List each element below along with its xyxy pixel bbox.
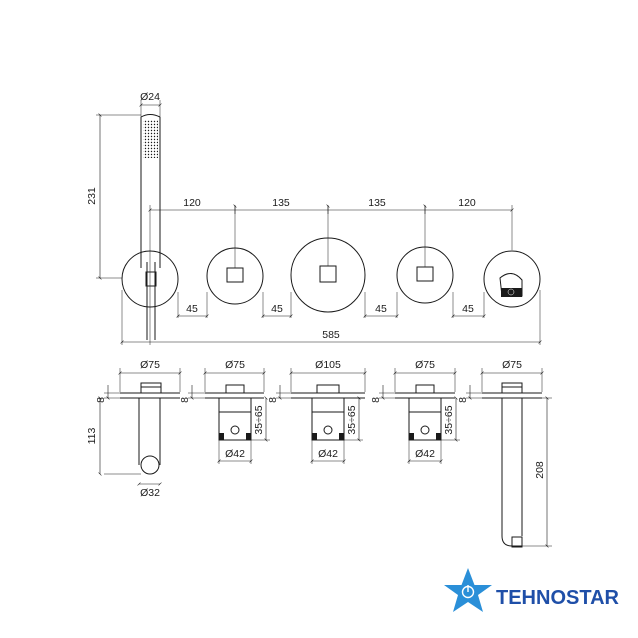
- dim-spacing-3: 135: [368, 197, 386, 209]
- spout-diameter: Ø75: [502, 359, 522, 371]
- spout-thickness: 8: [457, 397, 469, 403]
- valve-center-body: Ø42: [318, 448, 338, 460]
- valve-left-body: Ø42: [225, 448, 245, 460]
- holder-outlet: Ø32: [140, 487, 160, 499]
- valve-left-range: 35÷65: [253, 405, 265, 434]
- valve-center-side: Ø105 8 35÷65 Ø42: [267, 359, 367, 464]
- valve-left-side: Ø75 8 35÷65 Ø42: [179, 359, 270, 464]
- hand-shower: [140, 114, 161, 340]
- dim-spacing-4: 120: [458, 197, 476, 209]
- spout-side: Ø75 8 208: [457, 359, 552, 548]
- holder-diameter: Ø75: [140, 359, 160, 371]
- dim-gap-2: 45: [271, 303, 283, 315]
- dim-spacing-1: 120: [183, 197, 201, 209]
- valve-center-diameter: Ø105: [315, 359, 341, 371]
- valve-center-range: 35÷65: [346, 405, 358, 434]
- holder-depth: 113: [86, 427, 98, 444]
- dim-total-width: 585: [322, 329, 340, 341]
- side-view: Ø75 8 113 Ø32 Ø75: [86, 359, 552, 548]
- valve-center-thickness: 8: [267, 397, 279, 403]
- front-view: 120 135 135 120 45 45 45 45 585 231 Ø24: [86, 91, 542, 345]
- dim-gap-3: 45: [375, 303, 387, 315]
- valve-right-diameter: Ø75: [415, 359, 435, 371]
- dim-shower-diameter: Ø24: [140, 91, 160, 103]
- valve-right-body: Ø42: [415, 448, 435, 460]
- dim-spacing-2: 135: [272, 197, 290, 209]
- valve-right-range: 35÷65: [443, 405, 455, 434]
- valve-left-diameter: Ø75: [225, 359, 245, 371]
- valve-right-side: Ø75 8 35÷65 Ø42: [370, 359, 460, 464]
- spout-length: 208: [534, 461, 546, 479]
- valve-left-thickness: 8: [179, 397, 191, 403]
- dim-gap-1: 45: [186, 303, 198, 315]
- logo-text: TEHNOSTAR: [496, 587, 620, 609]
- dim-gap-4: 45: [462, 303, 474, 315]
- spout-front: [483, 250, 541, 308]
- tehnostar-logo: TEHNOSTAR: [444, 568, 620, 612]
- valve-right-thickness: 8: [370, 397, 382, 403]
- holder-thickness: 8: [95, 397, 107, 403]
- holder-side: Ø75 8 113 Ø32: [86, 359, 182, 499]
- dim-shower-height: 231: [86, 187, 98, 205]
